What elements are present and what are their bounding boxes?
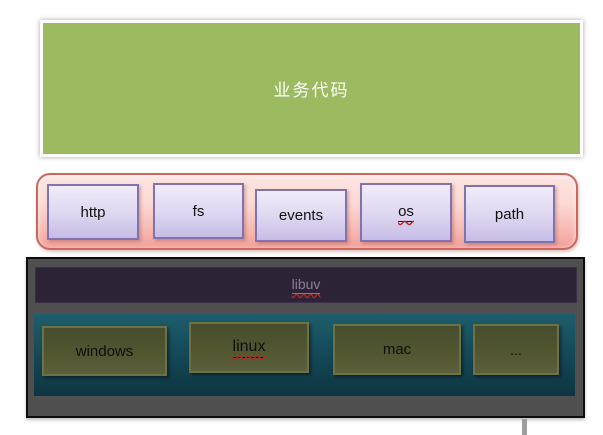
module-box-fs: fs <box>153 183 244 239</box>
module-label: os <box>398 203 414 222</box>
module-label: http <box>80 203 106 221</box>
platform-box-windows: windows <box>42 326 167 376</box>
resize-handle-stub <box>522 419 527 435</box>
platform-box-mac: mac <box>333 324 461 375</box>
runtime-layer-box: libuv windows linux mac ... <box>26 257 585 418</box>
platform-box-ellipsis: ... <box>473 324 559 375</box>
module-label: events <box>278 207 324 224</box>
platform-label: windows <box>75 342 134 360</box>
libuv-bar: libuv <box>35 267 577 303</box>
module-box-events: events <box>255 189 347 242</box>
module-label: fs <box>192 202 205 220</box>
module-box-path: path <box>464 185 555 243</box>
platform-label: mac <box>382 341 412 358</box>
app-layer-box: 业务代码 <box>40 20 583 157</box>
module-box-http: http <box>47 184 139 240</box>
libuv-label: libuv <box>291 276 321 294</box>
module-label: path <box>494 205 525 223</box>
core-modules-band: http fs events os path <box>36 173 578 250</box>
app-layer-label: 业务代码 <box>273 81 350 100</box>
platform-label: linux <box>232 338 266 358</box>
platform-label: ... <box>510 341 522 358</box>
platform-panel: windows linux mac ... <box>34 314 575 396</box>
module-box-os: os <box>360 183 452 242</box>
platform-box-linux: linux <box>189 322 309 373</box>
